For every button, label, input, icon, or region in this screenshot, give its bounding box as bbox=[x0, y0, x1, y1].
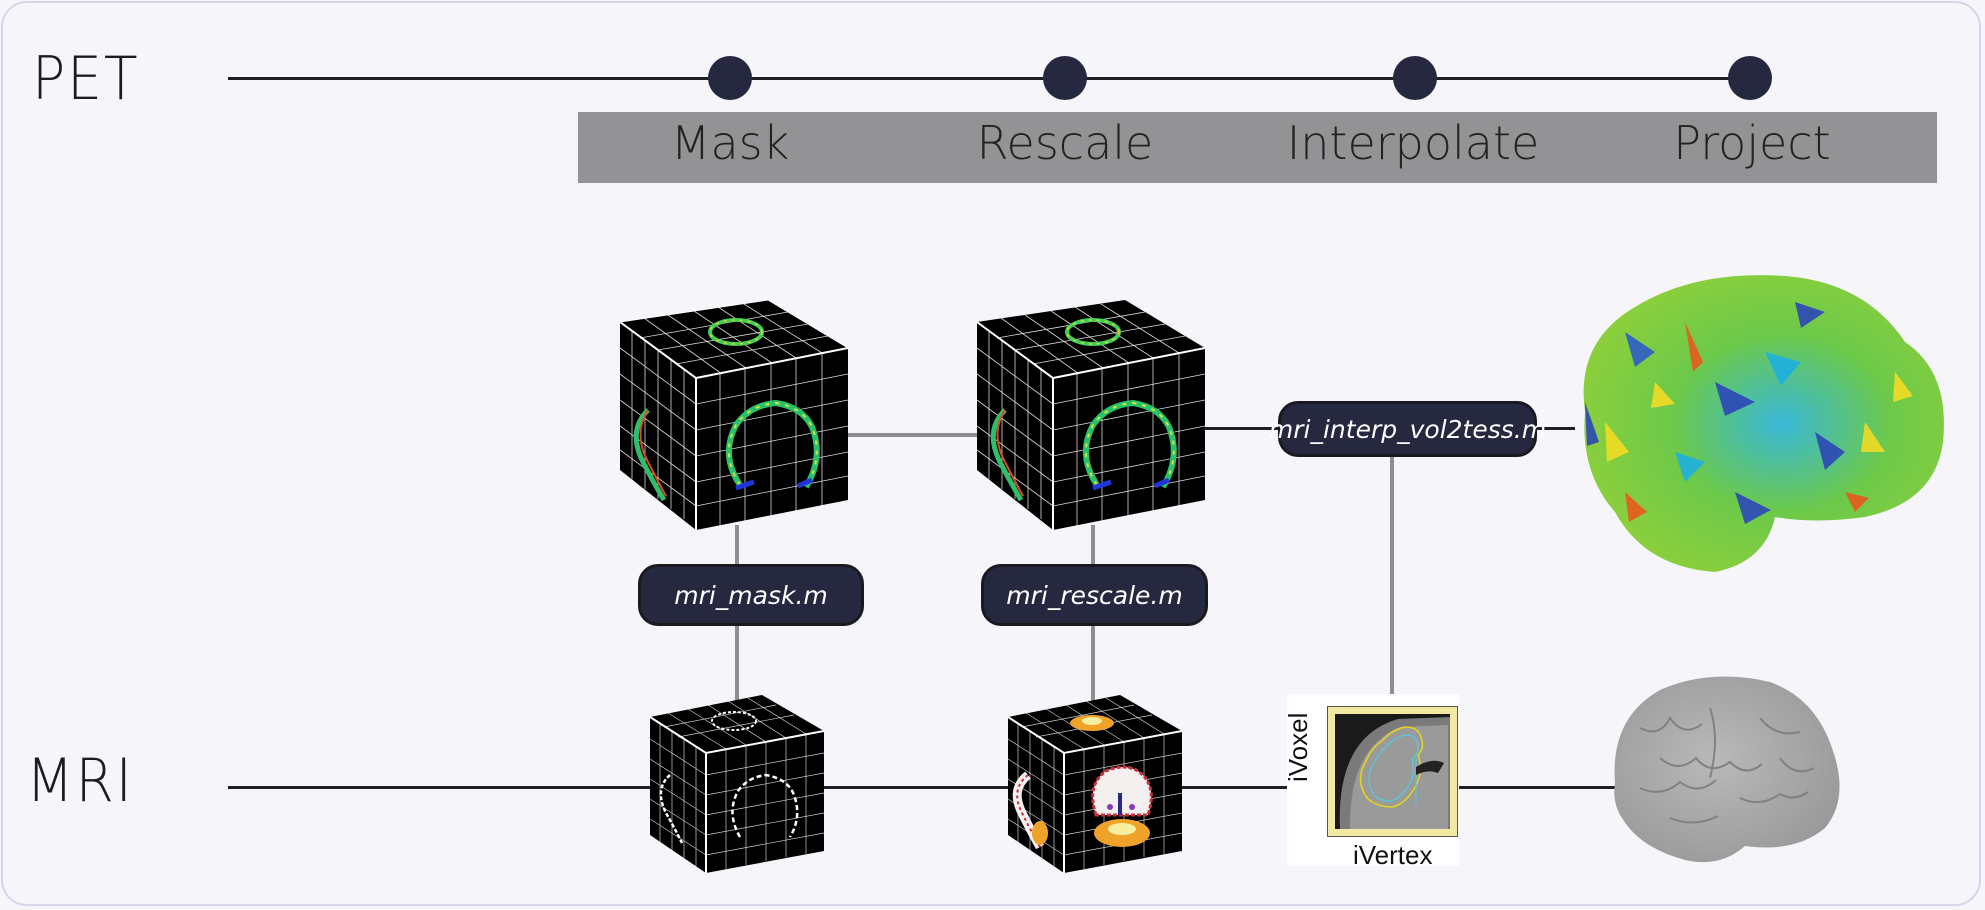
interp-matrix-panel: iVoxel iVertex bbox=[1283, 694, 1459, 870]
mri-rescale-function[interactable]: mri_rescale.m bbox=[981, 564, 1208, 626]
pet-projected-brain-surface bbox=[1583, 275, 1944, 572]
stage-dot-project bbox=[1728, 56, 1772, 100]
mri-cube-mask bbox=[649, 695, 824, 873]
mri-timeline-end bbox=[1459, 786, 1621, 789]
interp-connector bbox=[1390, 450, 1394, 695]
mri-mask-function[interactable]: mri_mask.m bbox=[638, 564, 864, 626]
interp-matrix-frame bbox=[1327, 706, 1458, 837]
mri-cortical-surface bbox=[1614, 676, 1840, 863]
interp-in-line bbox=[1205, 427, 1285, 430]
stage-label-interpolate: Interpolate bbox=[1286, 116, 1540, 170]
ivoxel-axis-label: iVoxel bbox=[1283, 712, 1313, 782]
mri-timeline bbox=[228, 786, 1618, 789]
pet-cube-rescaled bbox=[976, 300, 1206, 530]
pet-timeline bbox=[228, 77, 1756, 80]
stage-label-mask: Mask bbox=[670, 116, 790, 170]
stage-dot-interpolate bbox=[1393, 56, 1437, 100]
ivertex-axis-label: iVertex bbox=[1353, 840, 1433, 870]
stage-label-project: Project bbox=[1673, 116, 1831, 170]
stage-label-rescale: Rescale bbox=[976, 116, 1154, 170]
pet-cube-masked bbox=[618, 300, 850, 530]
stage-dot-rescale bbox=[1043, 56, 1087, 100]
pet-row-label: PET bbox=[32, 44, 140, 114]
mri-interp-vol2tess-function[interactable]: mri_interp_vol2tess.m bbox=[1269, 401, 1546, 457]
pet-cube-connector bbox=[848, 433, 978, 437]
stage-dot-mask bbox=[708, 56, 752, 100]
stage-band bbox=[578, 112, 1937, 183]
mri-cube-rescale bbox=[1007, 695, 1182, 873]
interp-out-line bbox=[1535, 427, 1575, 430]
coronal-mri-slice bbox=[1335, 714, 1450, 829]
mri-row-label: MRI bbox=[26, 746, 134, 816]
